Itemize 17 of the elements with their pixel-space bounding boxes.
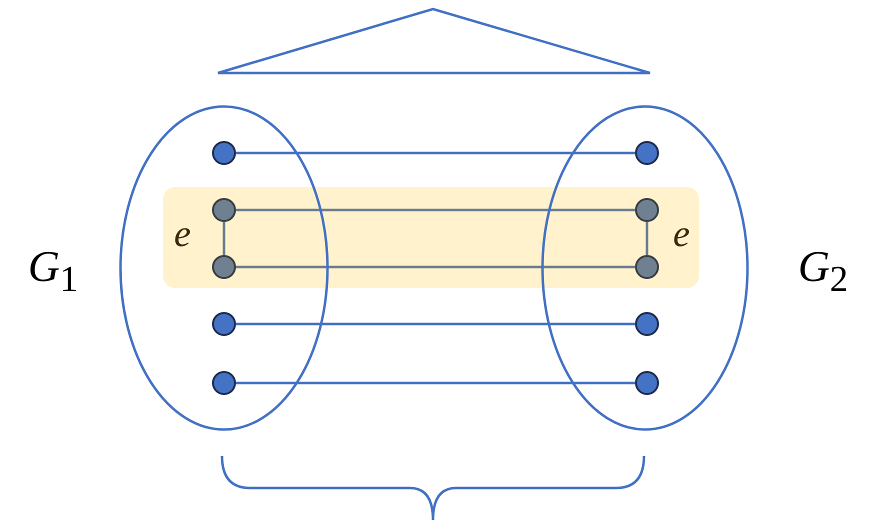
set-label: G$_{1}$ [28, 245, 78, 298]
set-label: G$_{2}$ [798, 245, 848, 298]
edge-label: e [174, 214, 191, 252]
edge-label: e [673, 214, 690, 252]
vertex-dot [635, 371, 659, 395]
vertex-dot [635, 312, 659, 336]
graph-edge [236, 152, 635, 154]
graph-edge [236, 382, 635, 384]
graph-edge [236, 208, 635, 212]
graph-edge [236, 322, 635, 326]
vertex-dot [212, 141, 236, 165]
vertex-dot [212, 371, 236, 395]
graph-edge [222, 222, 226, 255]
vertex-dot [635, 141, 659, 165]
graph-edge [646, 222, 648, 255]
vertex-dot [212, 312, 236, 336]
graph-edge [236, 266, 635, 268]
